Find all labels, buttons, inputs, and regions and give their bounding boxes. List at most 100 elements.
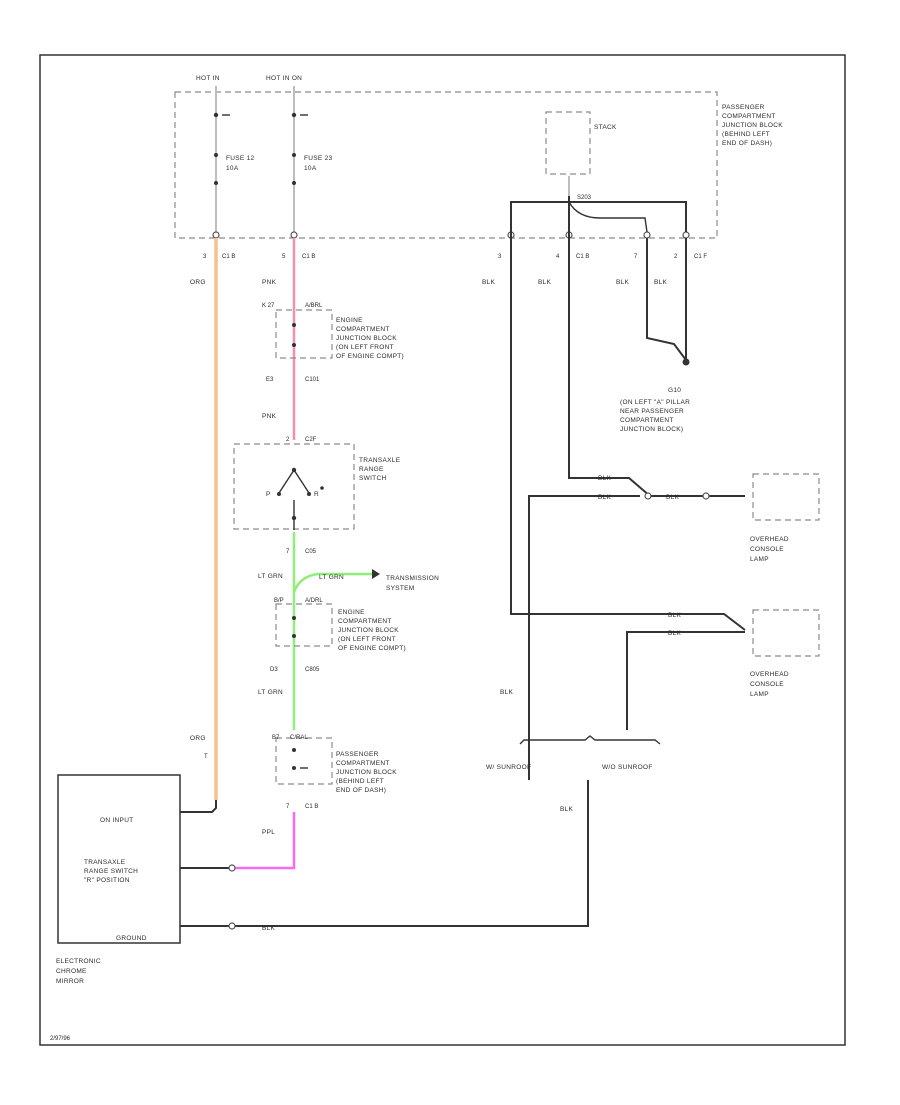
wire-ppl <box>232 812 296 870</box>
svg-text:RANGE SWITCH: RANGE SWITCH <box>84 868 138 875</box>
svg-text:C1 B: C1 B <box>305 804 318 810</box>
svg-text:OF ENGINE COMPT): OF ENGINE COMPT) <box>336 353 404 360</box>
blk-wiring-right <box>180 176 746 927</box>
svg-text:C2F: C2F <box>305 437 317 443</box>
wire-ltgrn-label: LT GRN <box>258 573 283 580</box>
ecjb1-outline <box>275 309 333 359</box>
svg-text:RANGE: RANGE <box>359 466 384 473</box>
wire-org-label: ORG <box>190 279 206 286</box>
svg-text:CHROME: CHROME <box>56 968 87 975</box>
svg-text:A/BRL: A/BRL <box>305 303 323 309</box>
svg-text:OF ENGINE COMPT): OF ENGINE COMPT) <box>338 645 406 652</box>
svg-text:JUNCTION BLOCK: JUNCTION BLOCK <box>338 627 399 634</box>
svg-text:TRANSAXLE: TRANSAXLE <box>84 859 126 866</box>
wire-org-end <box>180 800 217 813</box>
svg-text:7: 7 <box>286 804 290 810</box>
ecjb2-outline <box>275 603 333 647</box>
mirror-labels: ON INPUT TRANSAXLE RANGE SWITCH "R" POSI… <box>56 817 147 985</box>
wire-pnk-label-2: PNK <box>262 413 277 420</box>
svg-text:SWITCH: SWITCH <box>359 475 386 482</box>
svg-text:(BEHIND LEFT: (BEHIND LEFT <box>336 778 384 785</box>
transmission-arrow <box>372 569 380 579</box>
mirror-box <box>57 774 181 944</box>
svg-text:3: 3 <box>203 254 207 260</box>
svg-text:JUNCTION BLOCK: JUNCTION BLOCK <box>336 769 397 776</box>
pcjb-top-label: PASSENGER COMPARTMENT JUNCTION BLOCK (BE… <box>722 104 783 147</box>
svg-text:FUSE 12: FUSE 12 <box>226 155 255 162</box>
svg-text:CONSOLE: CONSOLE <box>750 681 784 688</box>
svg-text:BLK: BLK <box>668 612 682 619</box>
svg-text:C1 F: C1 F <box>694 254 707 260</box>
wire-org-label-2: ORG <box>190 735 206 742</box>
svg-text:7: 7 <box>634 254 638 260</box>
svg-text:END OF DASH): END OF DASH) <box>336 787 386 794</box>
svg-text:PASSENGER: PASSENGER <box>336 751 379 758</box>
transmission-label-2: SYSTEM <box>386 585 415 592</box>
svg-text:5: 5 <box>282 254 286 260</box>
svg-text:NEAR PASSENGER: NEAR PASSENGER <box>620 408 684 415</box>
lamp-2-outline <box>752 609 820 657</box>
svg-text:COMPARTMENT: COMPARTMENT <box>336 760 390 767</box>
svg-text:COMPARTMENT: COMPARTMENT <box>336 326 390 333</box>
svg-text:(ON LEFT "A" PILLAR: (ON LEFT "A" PILLAR <box>620 399 690 406</box>
hot-in-label: HOT IN <box>196 75 220 82</box>
svg-text:R: R <box>314 491 319 498</box>
svg-text:P: P <box>266 491 271 498</box>
svg-text:10A: 10A <box>304 165 317 172</box>
svg-text:C1 B: C1 B <box>222 254 235 260</box>
svg-text:ENGINE: ENGINE <box>338 609 365 616</box>
svg-text:(ON LEFT FRONT: (ON LEFT FRONT <box>338 636 396 643</box>
ecjb2-labels: B/P A/DRL ENGINE COMPARTMENT JUNCTION BL… <box>270 598 406 673</box>
lamp-1-outline <box>752 473 820 521</box>
svg-text:COMPARTMENT: COMPARTMENT <box>620 417 674 424</box>
wire-ppl-label: PPL <box>262 829 275 836</box>
svg-text:BLK: BLK <box>654 279 668 286</box>
svg-text:COMPARTMENT: COMPARTMENT <box>338 618 392 625</box>
wire-pnk-label: PNK <box>262 279 277 286</box>
svg-text:"R" POSITION: "R" POSITION <box>84 877 130 884</box>
svg-text:BLK: BLK <box>616 279 630 286</box>
stack-pin: S203 <box>577 195 592 201</box>
svg-text:(ON LEFT FRONT: (ON LEFT FRONT <box>336 344 394 351</box>
svg-text:TRANSAXLE: TRANSAXLE <box>359 457 401 464</box>
tr-switch-contacts: P R <box>266 467 324 530</box>
svg-text:D3: D3 <box>270 667 278 673</box>
hot-in-on-label: HOT IN ON <box>266 75 302 82</box>
svg-text:A/DRL: A/DRL <box>305 598 323 604</box>
mirror-pin-org: T <box>204 754 208 760</box>
svg-text:LAMP: LAMP <box>750 556 769 563</box>
svg-text:BLK: BLK <box>560 806 574 813</box>
svg-text:B7: B7 <box>272 735 280 741</box>
svg-text:(BEHIND LEFT: (BEHIND LEFT <box>722 131 770 138</box>
ground-g10: G10 (ON LEFT "A" PILLAR NEAR PASSENGER C… <box>620 387 690 433</box>
connector-stubs <box>228 492 710 930</box>
fuse-23: FUSE 23 10A <box>291 86 332 232</box>
svg-text:COMPARTMENT: COMPARTMENT <box>722 113 776 120</box>
transmission-label-1: TRANSMISSION <box>386 575 439 582</box>
svg-text:JUNCTION BLOCK: JUNCTION BLOCK <box>722 122 783 129</box>
stack-label: STACK <box>594 124 617 131</box>
stack-outline <box>545 111 591 175</box>
svg-text:7: 7 <box>286 549 290 555</box>
svg-text:BLK: BLK <box>500 689 514 696</box>
fuse-12: FUSE 12 10A <box>213 86 255 232</box>
svg-text:BLK: BLK <box>538 279 552 286</box>
svg-text:LAMP: LAMP <box>750 691 769 698</box>
svg-text:ENGINE: ENGINE <box>336 317 363 324</box>
svg-text:OVERHEAD: OVERHEAD <box>750 536 789 543</box>
svg-text:BLK: BLK <box>598 494 612 501</box>
svg-text:BLK: BLK <box>668 630 682 637</box>
top-pins <box>212 231 690 239</box>
svg-text:GROUND: GROUND <box>116 935 147 942</box>
svg-text:C805: C805 <box>305 667 320 673</box>
svg-text:BLK: BLK <box>666 494 680 501</box>
top-pin-labels: 3 C1 B 5 C1 B 3 4 C1 B 7 2 C1 F <box>203 254 707 260</box>
svg-text:2: 2 <box>674 254 678 260</box>
pcjb-bot-outline <box>275 737 333 785</box>
svg-text:E3: E3 <box>266 377 274 383</box>
svg-text:ELECTRONIC: ELECTRONIC <box>56 958 101 965</box>
diagram-frame <box>39 54 846 1046</box>
lamp-2-labels: OVERHEAD CONSOLE LAMP <box>750 671 789 698</box>
svg-text:ON INPUT: ON INPUT <box>100 817 133 824</box>
